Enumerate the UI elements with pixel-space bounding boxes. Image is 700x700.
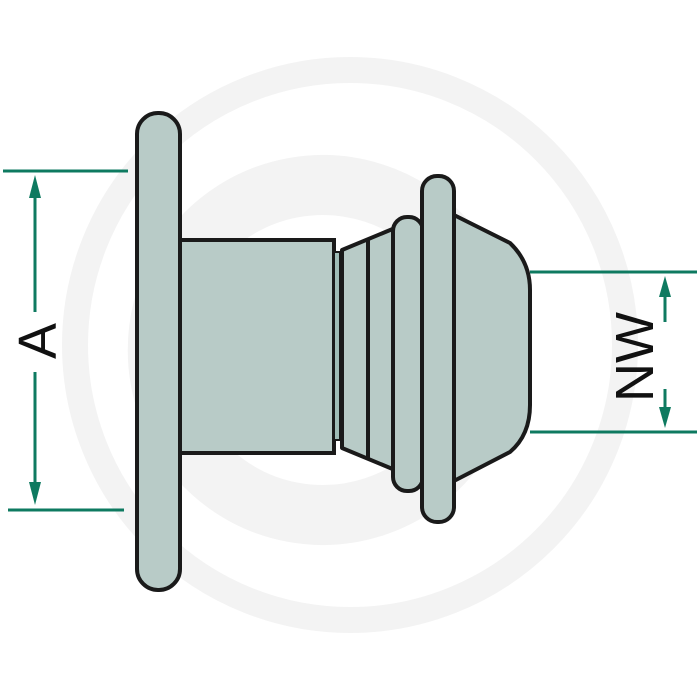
- dome-cap: [448, 211, 532, 485]
- cylinder-body: [178, 238, 336, 455]
- bellows-ring: [391, 215, 425, 493]
- outer-ring: [420, 174, 456, 524]
- flange-plate: [135, 111, 182, 592]
- dimension-a: [3, 169, 128, 512]
- dimension-nw-label: NW: [605, 312, 665, 402]
- dimension-a-label: A: [8, 323, 68, 359]
- dimension-nw: [530, 270, 697, 434]
